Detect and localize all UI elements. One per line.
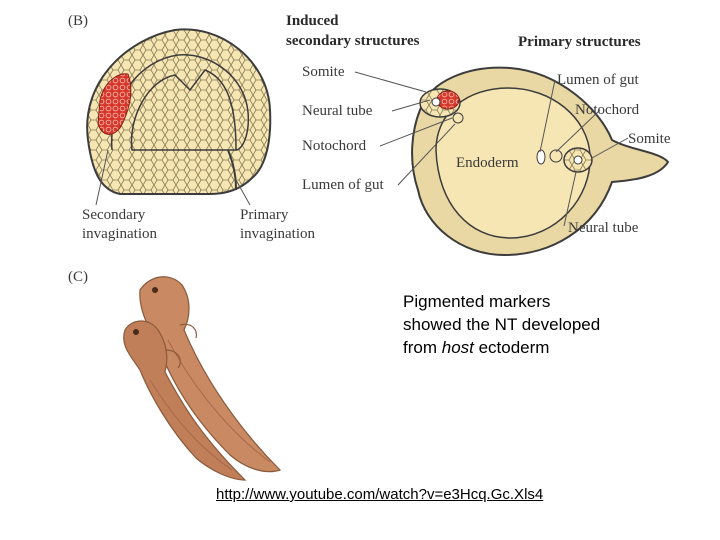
caption-line3: from host ectoderm [403, 336, 703, 359]
primary-invagination-line1: Primary [240, 207, 289, 223]
caption-line3-prefix: from [403, 338, 442, 357]
caption-line1: Pigmented markers [403, 292, 551, 311]
gastrula-embryo [86, 28, 272, 195]
caption-line3-suffix: ectoderm [473, 338, 550, 357]
panel-b-label: (B) [68, 13, 88, 29]
primary-title: Primary structures [518, 34, 641, 50]
left-label-neural-tube: Neural tube [302, 103, 373, 119]
label-leader-lines [95, 71, 629, 227]
right-label-lumen-of-gut: Lumen of gut [557, 72, 639, 88]
twinned-tadpoles [123, 276, 282, 481]
caption-host-emphasis: host [441, 338, 474, 357]
youtube-link[interactable]: http://www.youtube.com/watch?v=e3Hcq.Gc.… [216, 486, 544, 503]
right-label-notochord: Notochord [575, 102, 640, 118]
left-label-notochord: Notochord [302, 138, 367, 154]
right-label-neural-tube: Neural tube [568, 220, 639, 236]
secondary-invagination-line2: invagination [82, 226, 157, 242]
primary-invagination-line2: invagination [240, 226, 315, 242]
left-label-somite: Somite [302, 64, 345, 80]
neurula-cross-section [411, 66, 670, 257]
caption-block: Pigmented markers showed the NT develope… [403, 290, 703, 359]
induced-title-line1: Induced [286, 13, 339, 29]
caption-line2: showed the NT developed [403, 315, 601, 334]
endoderm-label: Endoderm [456, 155, 519, 171]
left-label-lumen-of-gut: Lumen of gut [302, 177, 384, 193]
secondary-invagination-line1: Secondary [82, 207, 146, 223]
panel-c-label: (C) [68, 269, 88, 285]
induced-title-line2: secondary structures [286, 33, 420, 49]
right-label-somite: Somite [628, 131, 671, 147]
